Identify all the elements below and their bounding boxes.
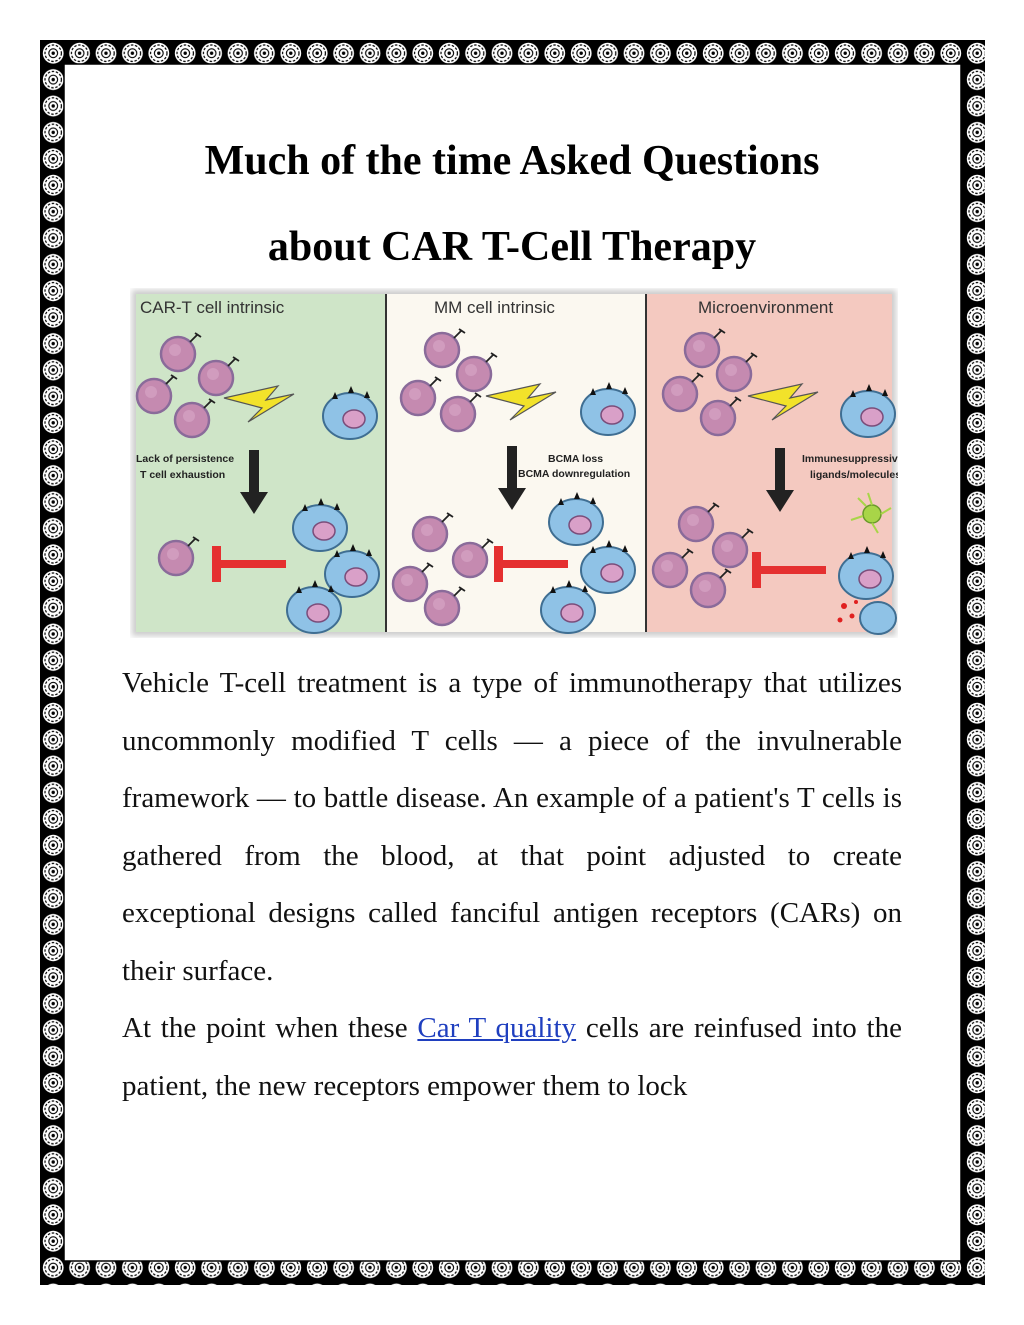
- panel-3-illustration: [651, 327, 897, 635]
- panel-2-label-line-2: BCMA downregulation: [518, 468, 630, 480]
- page-title: Much of the time Asked Questions about C…: [70, 118, 954, 290]
- panel-3-label-line-2: ligands/molecules: [810, 469, 898, 481]
- decorative-page-border: [40, 40, 985, 1285]
- panel-header-mm: MM cell intrinsic: [434, 298, 555, 317]
- title-line-1: Much of the time Asked Questions: [204, 138, 820, 184]
- car-t-quality-link[interactable]: Car T quality: [417, 1012, 577, 1044]
- paragraph-1: Vehicle T-cell treatment is a type of im…: [122, 667, 902, 987]
- car-t-resistance-figure: CAR-T cell intrinsic MM cell intrinsic M…: [132, 290, 898, 636]
- paragraph-2-rest: cells are reinfused into the patient, th…: [122, 1012, 902, 1102]
- paragraph-2-lead: At the point when these: [122, 1012, 418, 1044]
- panel-header-microenvironment: Microenvironment: [698, 298, 833, 317]
- article-body: Vehicle T-cell treatment is a type of im…: [122, 655, 902, 1115]
- paragraph-2: At the point when these Car T quality ce…: [122, 1000, 902, 1115]
- panel-1-label-line-2: T cell exhaustion: [140, 469, 225, 481]
- panel-3-label-line-1: Immunesuppressive: [802, 453, 898, 465]
- panel-header-car-t: CAR-T cell intrinsic: [140, 298, 285, 317]
- panel-1-label-line-1: Lack of persistence: [136, 453, 234, 465]
- title-line-2: about CAR T-Cell Therapy: [267, 224, 757, 270]
- panel-2-label-line-1: BCMA loss: [548, 453, 603, 465]
